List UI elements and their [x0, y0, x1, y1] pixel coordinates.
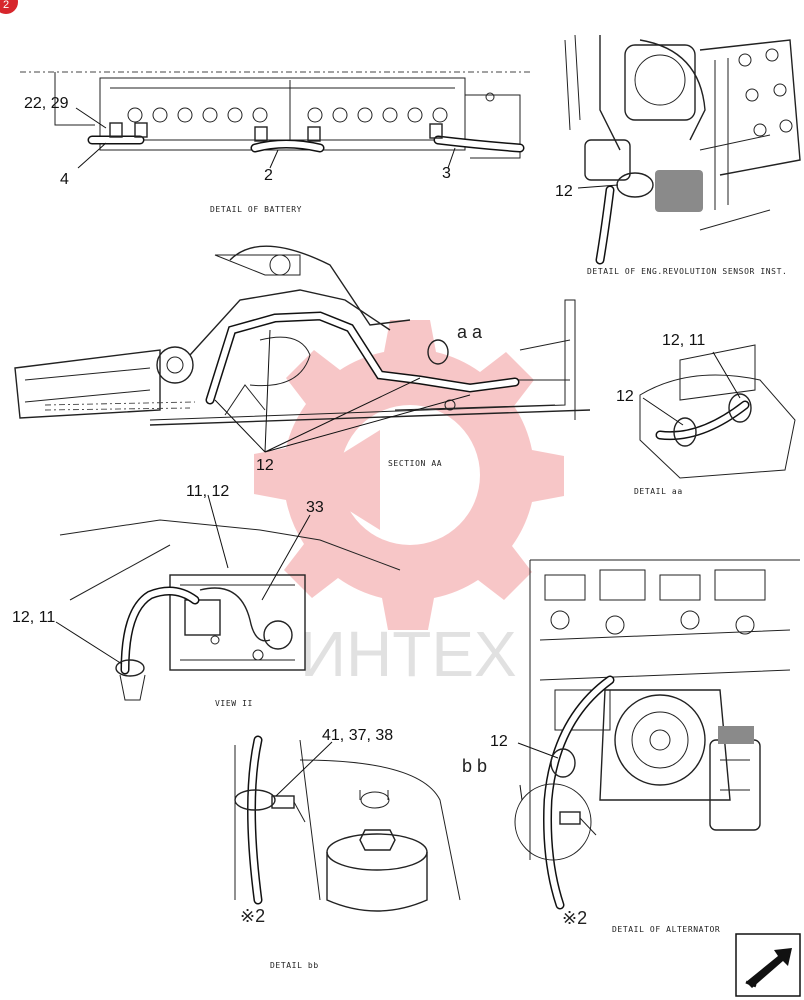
callout-41-37-38: 41, 37, 38	[322, 727, 393, 744]
caption-detail-aa: DETAIL aa	[634, 487, 683, 496]
svg-text:2: 2	[3, 0, 9, 11]
callout-12-sensor: 12	[555, 183, 573, 200]
section-marker-aa: a a	[457, 322, 483, 342]
callout-12-section: 12	[256, 457, 274, 474]
caption-detail-bb: DETAIL bb	[270, 961, 319, 970]
callout-22-29: 22, 29	[24, 95, 69, 112]
callout-4: 4	[60, 171, 69, 188]
watermark-gear	[254, 320, 564, 630]
callout-2: 2	[264, 167, 273, 184]
page-badge: 2	[0, 0, 18, 14]
ref-code-alternator: ※2	[562, 908, 587, 928]
battery-cells	[127, 107, 448, 123]
battery-detail-drawing	[20, 71, 530, 169]
caption-eng-sensor: DETAIL OF ENG.REVOLUTION SENSOR INST.	[587, 267, 787, 276]
callout-3: 3	[442, 165, 451, 182]
eng-sensor-drawing	[564, 34, 801, 265]
callout-11-12-view: 11, 12	[186, 483, 229, 500]
caption-alternator: DETAIL OF ALTERNATOR	[612, 925, 720, 934]
view-ii-drawing	[55, 494, 401, 701]
watermark-text: ИНТЕХ	[300, 618, 517, 690]
caption-view-ii: VIEW II	[215, 699, 253, 708]
detail-aa-drawing	[639, 344, 796, 479]
callout-12-11-aa: 12, 11	[662, 332, 705, 349]
callout-33: 33	[306, 499, 324, 516]
callout-12-alternator: 12	[490, 733, 508, 750]
ref-code-bb: ※2	[240, 906, 265, 926]
section-marker-bb: b b	[462, 756, 487, 776]
callout-12-aa: 12	[616, 388, 634, 405]
next-page-arrow-icon[interactable]	[735, 933, 801, 997]
caption-section-aa: SECTION AA	[388, 459, 442, 468]
section-aa-drawing	[14, 245, 591, 453]
alternator-drawing	[514, 559, 800, 910]
detail-bb-drawing	[234, 735, 461, 912]
callout-12-11-view: 12, 11	[12, 609, 55, 626]
engine-block-parts	[539, 569, 791, 801]
caption-battery: DETAIL OF BATTERY	[210, 205, 302, 214]
